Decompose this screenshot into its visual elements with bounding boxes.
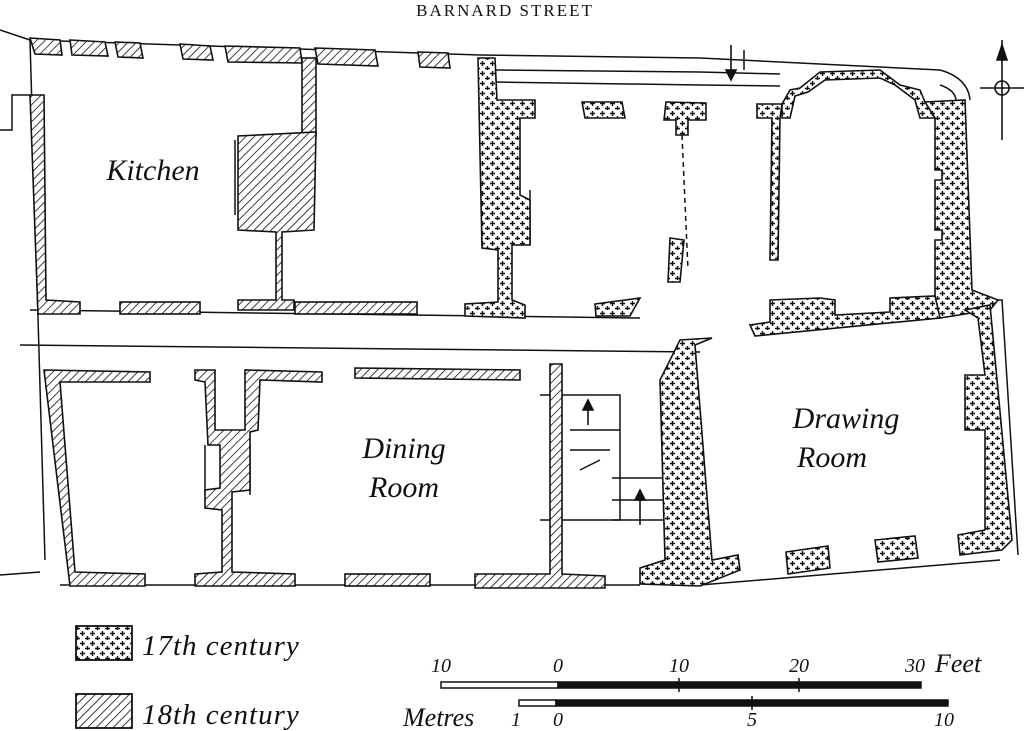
room-label-dining-line1: Dining	[361, 432, 445, 465]
feet-tick-label: 10	[431, 655, 451, 677]
feet-bar-subdivision	[440, 681, 559, 689]
feet-tick-label: 0	[553, 655, 563, 677]
metres-tick-label: 5	[747, 709, 757, 731]
legend: 17th century 18th century	[75, 625, 300, 731]
scale-bar: 10 0 10 20 30 Feet Metres 1 0 5 10	[402, 649, 982, 731]
metres-unit-label: Metres	[402, 703, 474, 731]
feet-tick-label: 20	[789, 655, 809, 677]
room-label-drawing-line1: Drawing	[792, 402, 900, 435]
metres-tick-label: 1	[511, 709, 521, 731]
north-arrow-icon	[980, 40, 1024, 140]
room-label-drawing-line2: Room	[796, 441, 867, 474]
walls-18th-century	[28, 37, 606, 589]
walls-17th-century	[464, 57, 1013, 587]
legend-label-17th: 17th century	[142, 630, 300, 662]
legend-swatch-17th	[75, 625, 133, 661]
feet-unit-label: Feet	[934, 649, 982, 678]
street-label: BARNARD STREET	[416, 1, 594, 20]
feet-tick-label: 30	[904, 655, 925, 677]
metres-bar-subdivision	[518, 699, 557, 707]
feet-tick-label: 10	[669, 655, 689, 677]
room-label-kitchen: Kitchen	[105, 154, 199, 187]
legend-label-18th: 18th century	[142, 699, 300, 731]
metres-tick-label: 10	[934, 709, 954, 731]
metres-tick-label: 0	[553, 709, 563, 731]
legend-swatch-18th	[75, 693, 133, 729]
direction-arrows	[581, 45, 738, 525]
room-label-dining-line2: Room	[368, 471, 439, 504]
feet-bar-main	[557, 681, 922, 689]
